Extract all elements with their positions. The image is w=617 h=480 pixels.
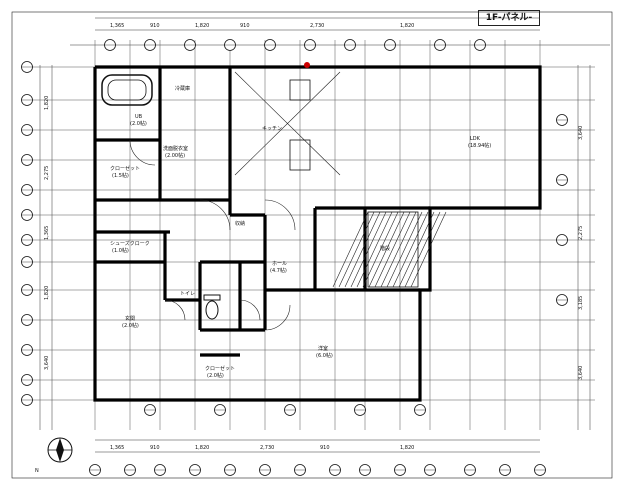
- dimension-text-bottom: 910: [320, 445, 330, 451]
- room-label-storage: 収納: [235, 220, 245, 227]
- room-label-hall: ホール: [272, 261, 287, 267]
- room-area-western: (6.0帖): [316, 352, 333, 359]
- dimension-texts: 1,365 910 1,820 910 2,730 1,820 1,365 910 1,820 2…: [44, 23, 584, 451]
- hatch-line: [350, 211, 387, 288]
- room-area-ub: (2.0帖): [130, 120, 147, 127]
- dimension-text-bottom: 2,730: [260, 445, 274, 451]
- dimension-text-top: 910: [150, 23, 160, 29]
- dimension-text-bottom: 1,820: [400, 445, 414, 451]
- hatch-line: [356, 211, 393, 288]
- room-area-closet2: (2.0帖): [207, 372, 224, 379]
- dimension-text-top: 1,820: [195, 23, 209, 29]
- hatch-line: [332, 211, 369, 288]
- room-label-stair: 階段: [380, 245, 390, 252]
- dimension-text-left: 1,820: [44, 286, 50, 300]
- dimension-text-bottom: 1,365: [110, 445, 124, 451]
- north-arrow: N: [35, 437, 73, 474]
- room-area-shoe-cloak: (1.0帖): [112, 247, 129, 254]
- room-area-entrance: (2.0帖): [122, 322, 139, 329]
- room-label-closet2: クローゼット: [205, 365, 235, 372]
- hatch-line: [386, 211, 423, 288]
- hatch-line: [380, 211, 417, 288]
- room-label-ldk: LDK: [470, 136, 481, 142]
- dimension-text-left: 2,275: [44, 166, 50, 180]
- hatch-line: [398, 211, 435, 288]
- hatch-line: [404, 211, 441, 288]
- interior-walls: [95, 67, 430, 357]
- room-area-closet: (1.5帖): [112, 172, 129, 179]
- dimension-text-top: 2,730: [310, 23, 324, 29]
- hatch-line: [368, 211, 405, 288]
- dimension-text-bottom: 1,820: [195, 445, 209, 451]
- room-area-ldk: (18.94帖): [468, 142, 491, 149]
- hatch-line: [338, 211, 375, 288]
- hatch-line: [410, 211, 447, 288]
- hatch-line: [392, 211, 429, 288]
- room-area-washroom: (2.00帖): [165, 152, 185, 159]
- dimension-text-right: 3,640: [578, 126, 584, 140]
- dimension-lines: [39, 17, 610, 453]
- room-label-western: 洋室: [318, 345, 328, 352]
- dimension-text-left: 3,640: [44, 356, 50, 370]
- grid-bubbles: [21, 39, 568, 476]
- north-mark-label: N: [35, 468, 39, 474]
- hatch-line: [374, 211, 411, 288]
- dimension-text-right: 3,185: [578, 296, 584, 310]
- dimension-text-top: 1,820: [400, 23, 414, 29]
- room-area-hall: (4.7帖): [270, 267, 287, 274]
- entry-marker: [304, 62, 310, 68]
- room-labels: LDK (18.94帖) UB (2.0帖) 洗面脱衣室 (2.00帖) クロー…: [110, 85, 491, 379]
- dimension-text-left: 1,365: [44, 226, 50, 240]
- hatch-line: [362, 211, 399, 288]
- structural-grid: [30, 40, 595, 430]
- stair-hatch: [332, 211, 447, 288]
- room-label-ub: UB: [135, 114, 143, 120]
- room-label-toilet: トイレ: [180, 291, 195, 297]
- room-label-washroom: 洗面脱衣室: [163, 145, 188, 152]
- room-label-fridge: 冷蔵庫: [175, 85, 190, 92]
- dimension-text-bottom: 910: [150, 445, 160, 451]
- room-label-shoe-cloak: シューズクローク: [110, 240, 150, 247]
- bathtub-fixture: [101, 74, 153, 106]
- dimension-text-right: 3,640: [578, 366, 584, 380]
- exterior-walls: [93, 65, 542, 402]
- room-label-kitchen: キッチン: [262, 126, 282, 132]
- toilet-fixture: [203, 294, 221, 320]
- room-label-closet: クローゼット: [110, 165, 140, 172]
- dimension-text-left: 1,820: [44, 96, 50, 110]
- ldk-diagonals: [234, 71, 341, 176]
- sheet-border: [11, 11, 613, 479]
- dimension-text-top: 1,365: [110, 23, 124, 29]
- room-label-entrance: 玄関: [125, 315, 135, 322]
- dimension-text-top: 910: [240, 23, 250, 29]
- dimension-text-right: 2,275: [578, 226, 584, 240]
- hatch-line: [344, 211, 381, 288]
- door-swings: [129, 139, 296, 331]
